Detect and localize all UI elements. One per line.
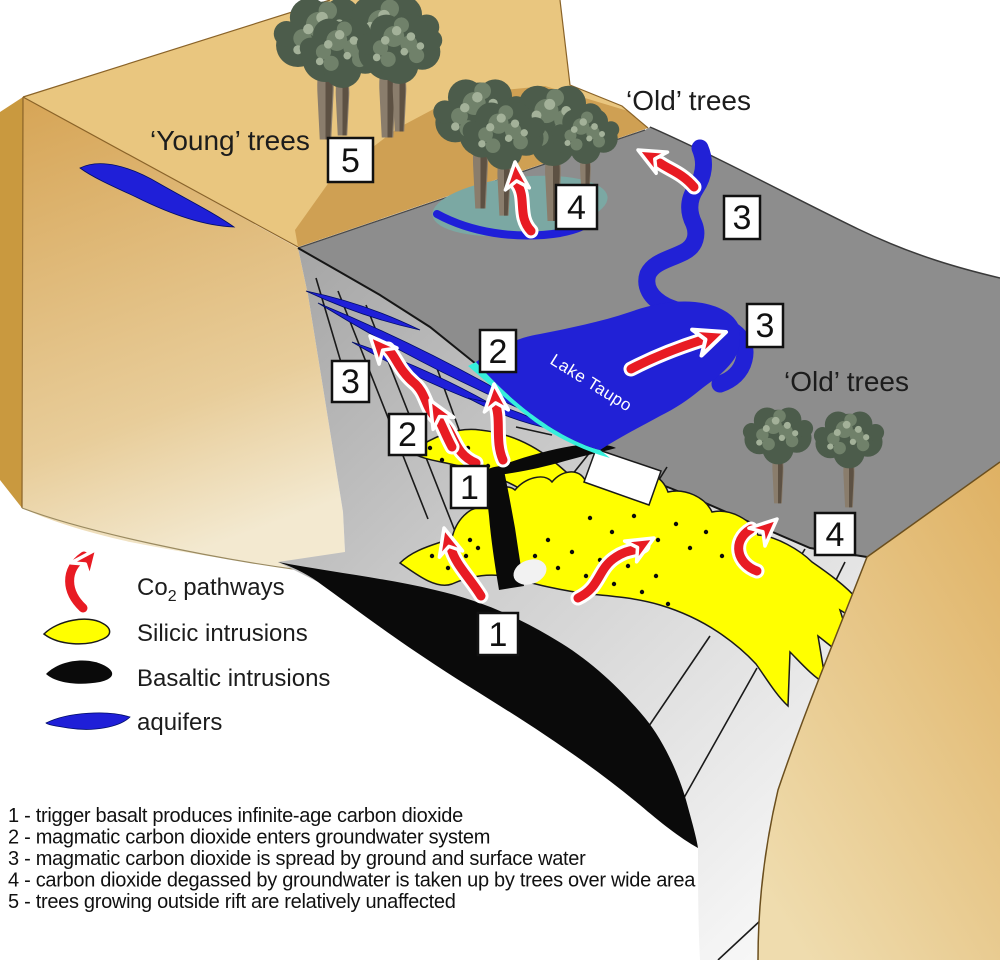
co2-arrow — [636, 148, 702, 195]
lake-taupo — [476, 301, 740, 450]
note-line-5: 5 - trees growing outside rift are relat… — [8, 891, 456, 913]
legend-co2-arrow-icon — [62, 547, 99, 616]
svg-text:3: 3 — [341, 363, 360, 401]
basalt-dike — [486, 466, 524, 590]
svg-text:1: 1 — [460, 469, 479, 507]
co2-arrow — [570, 536, 656, 606]
co2-arrow — [623, 327, 729, 377]
note-line-2: 2 - magmatic carbon dioxide enters groun… — [8, 827, 490, 849]
aquifer-lens — [79, 163, 236, 228]
right-footwall-block — [757, 461, 1000, 960]
marker-badge-3-river-top: 3 — [722, 194, 762, 241]
legend-basaltic-swatch — [46, 660, 113, 684]
marker-badge-1-basalt: 1 — [476, 611, 520, 657]
legend-aquifers-label: aquifers — [137, 709, 222, 736]
svg-text:4: 4 — [826, 516, 845, 554]
basalt-sill — [497, 444, 616, 475]
block-edge-line — [21, 0, 649, 509]
surface-water: Lake Taupo — [468, 139, 754, 458]
marker-badge-4-top: 4 — [554, 183, 599, 231]
marker-badge-1-face: 1 — [449, 464, 490, 510]
co2-pathway-arrows — [368, 148, 779, 606]
marker-badge-3-river-mid: 3 — [745, 302, 785, 349]
river — [638, 139, 754, 393]
note-line-4: 4 - carbon dioxide degassed by groundwat… — [8, 870, 696, 892]
section-gap-block — [583, 448, 662, 506]
left-block-side-face — [0, 97, 23, 508]
co2-arrow — [731, 517, 779, 579]
legend-basaltic-label: Basaltic intrusions — [137, 665, 330, 692]
old-trees-top-label: ‘Old’ trees — [626, 85, 751, 116]
old-trees-right-label: ‘Old’ trees — [784, 366, 909, 397]
svg-text:3: 3 — [733, 199, 752, 237]
marker-badge-3-face: 3 — [330, 359, 371, 404]
face-window — [513, 559, 547, 585]
legend-co2-label: Co2 pathways — [137, 574, 285, 605]
svg-text:4: 4 — [567, 189, 586, 227]
co2-arrow — [482, 382, 511, 468]
marker-badge-2-face: 2 — [387, 412, 428, 457]
co2-arrow — [437, 526, 489, 604]
marker-badge-5: 5 — [326, 136, 375, 184]
legend-silicic-label: Silicic intrusions — [137, 620, 308, 647]
notes-list: 1 - trigger basalt produces infinite-age… — [8, 805, 696, 913]
co2-arrow — [503, 160, 539, 239]
note-line-3: 3 - magmatic carbon dioxide is spread by… — [8, 848, 586, 870]
svg-text:3: 3 — [756, 307, 775, 345]
legend-silicic-swatch — [42, 618, 111, 645]
numbered-markers: 5 4 3 3 2 3 2 1 1 4 — [326, 136, 857, 657]
marker-badge-2-lake: 2 — [478, 328, 518, 374]
right-block-edges — [757, 461, 1000, 960]
marker-badge-4-right: 4 — [813, 511, 857, 557]
co2-arrow — [428, 398, 460, 455]
svg-text:2: 2 — [398, 416, 417, 454]
svg-text:5: 5 — [341, 142, 360, 180]
legend: Co2 pathways Silicic intrusions Basaltic… — [42, 547, 330, 736]
left-block-front-face — [22, 97, 348, 574]
legend-aquifer-swatch — [45, 712, 131, 730]
svg-text:2: 2 — [489, 333, 508, 371]
left-block-top-surface — [23, 0, 648, 247]
young-trees-label: ‘Young’ trees — [150, 125, 310, 156]
right-block-face — [758, 462, 1000, 960]
svg-text:1: 1 — [489, 616, 508, 654]
note-line-1: 1 - trigger basalt produces infinite-age… — [8, 805, 463, 827]
